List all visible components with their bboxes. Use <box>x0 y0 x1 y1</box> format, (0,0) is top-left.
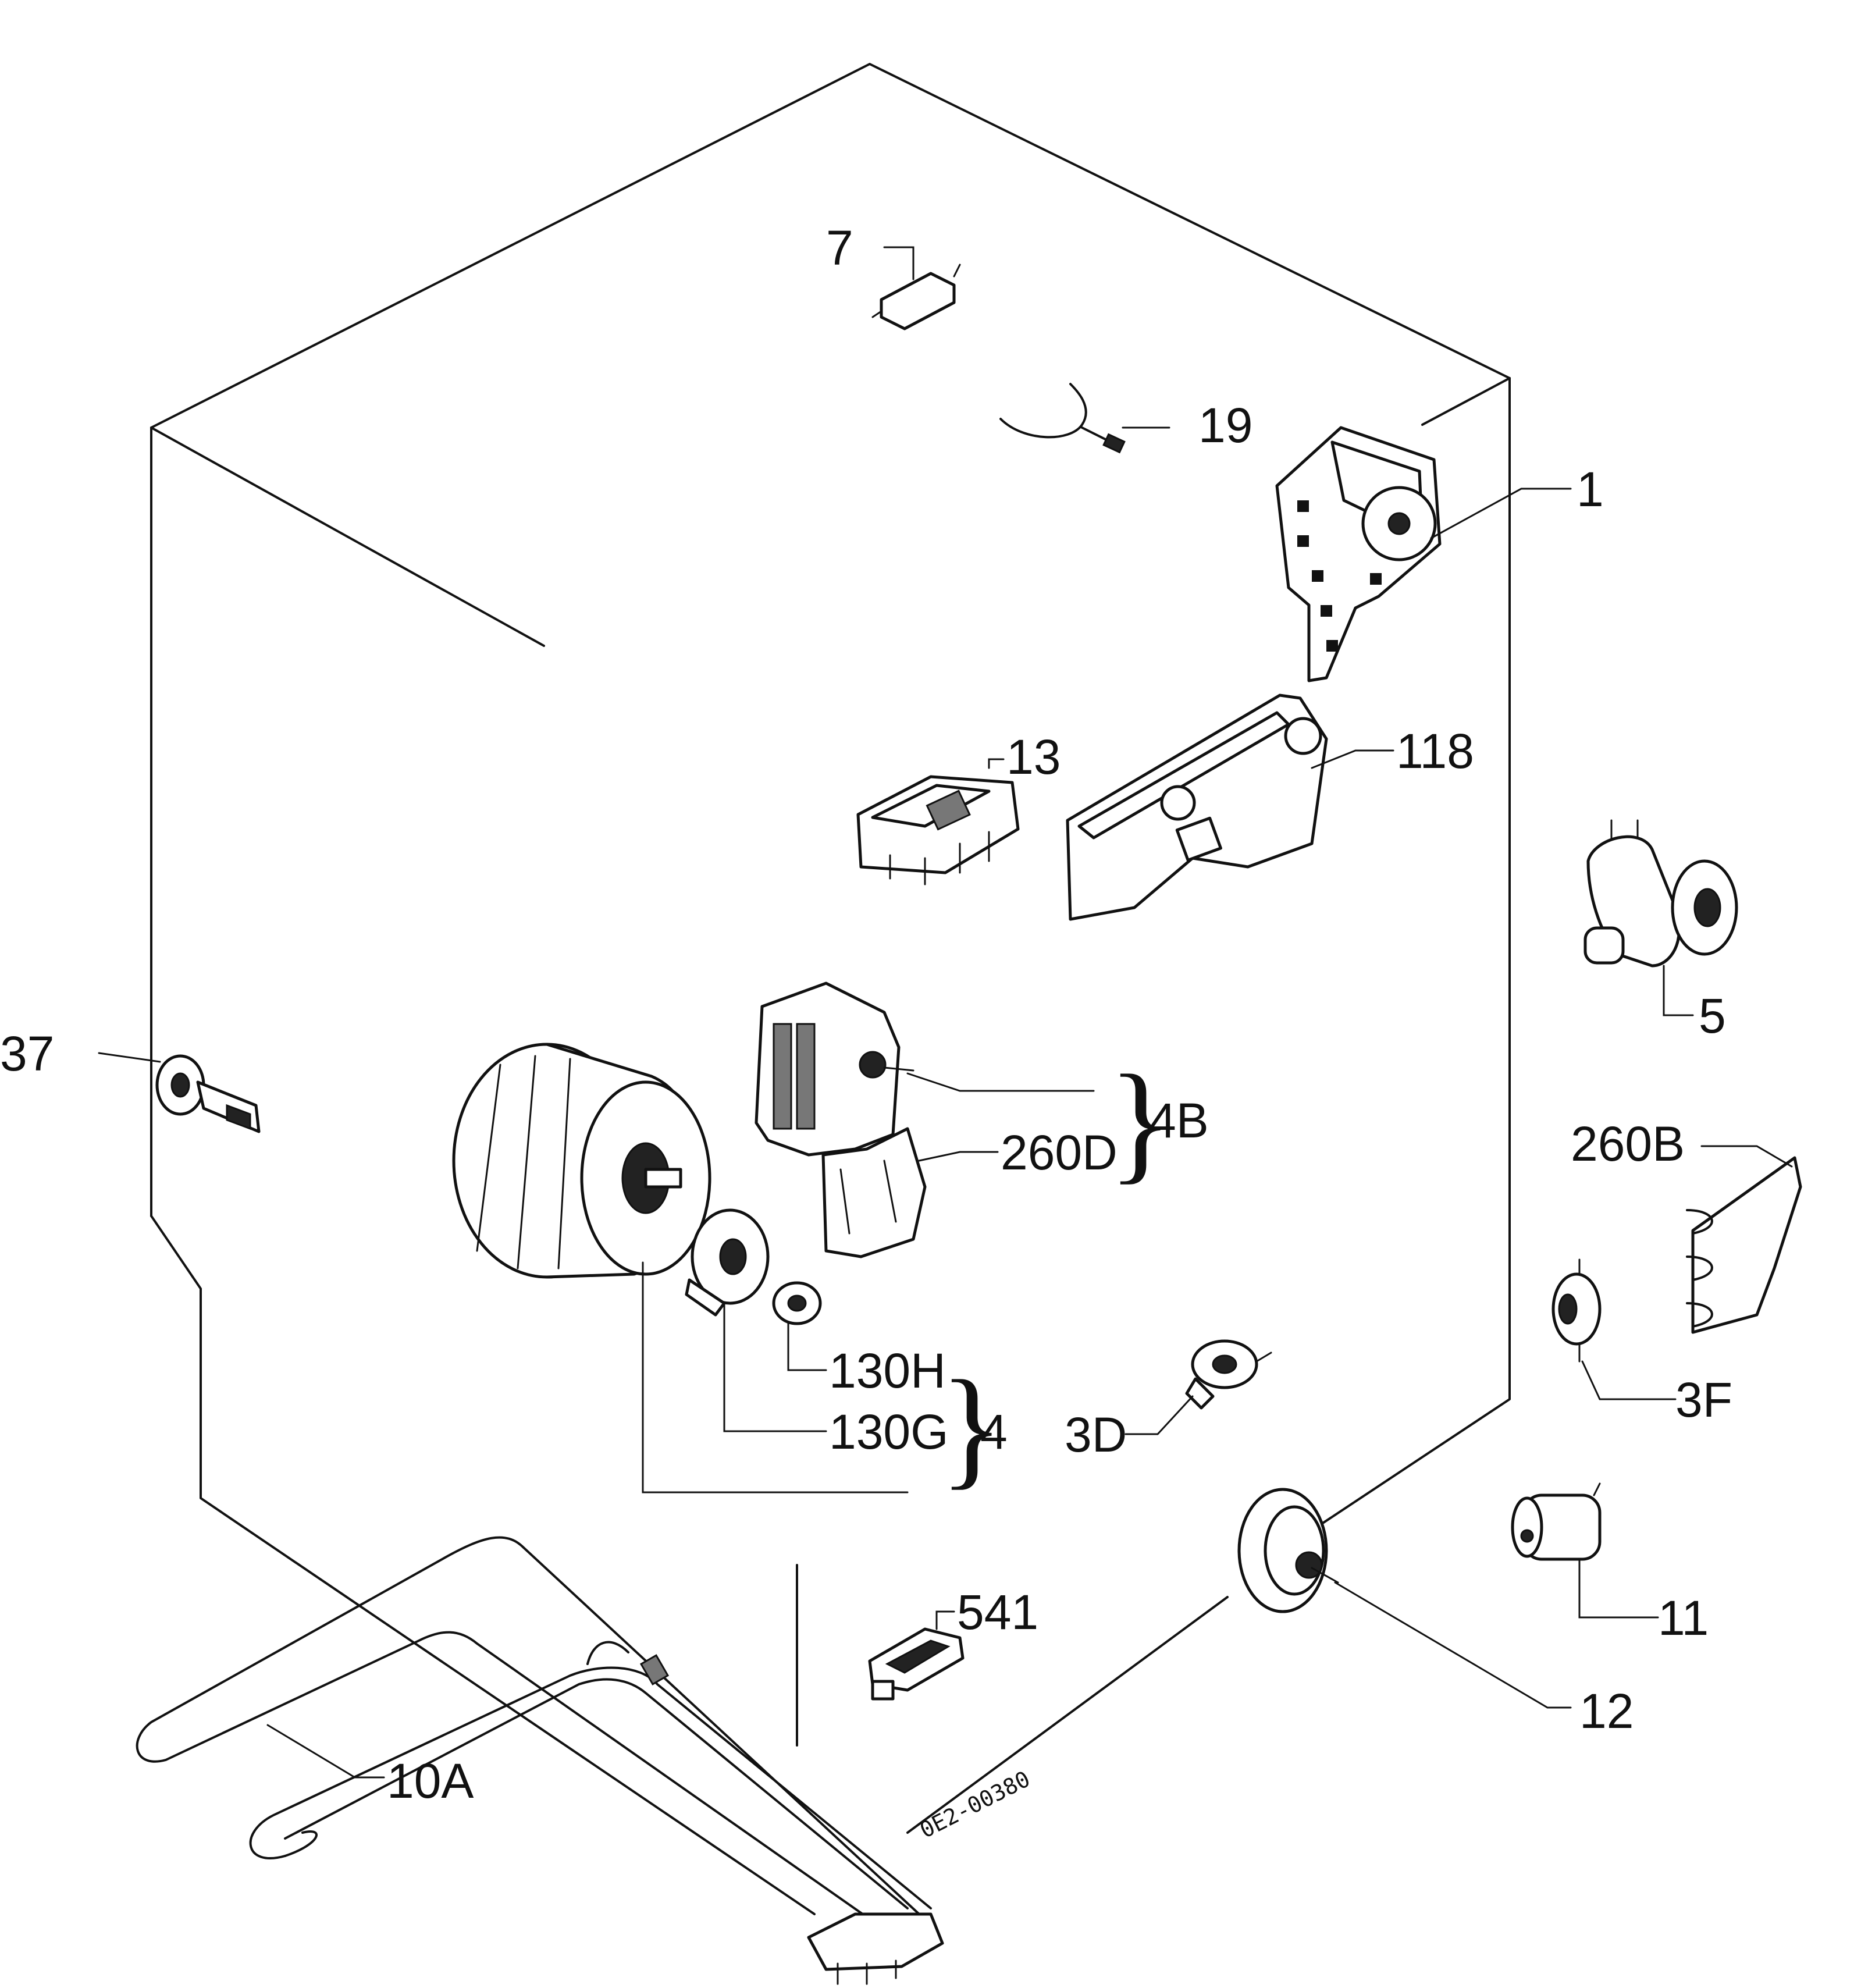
part-118-control-module[interactable] <box>1066 694 1328 921</box>
part-11-capacitor[interactable] <box>1511 1482 1602 1561</box>
brace-4: } <box>940 1353 1003 1501</box>
leader-130h <box>787 1322 827 1371</box>
label-37: 37 <box>0 1026 54 1081</box>
part-3f-thermostat[interactable] <box>1551 1258 1602 1363</box>
part-130g-coupling[interactable] <box>685 1208 770 1317</box>
leader-260b <box>1700 1145 1793 1168</box>
part-10a-heating-element-icon[interactable] <box>136 1536 944 1985</box>
drawing-code: 0E2-00380 <box>916 1766 1034 1843</box>
part-19-sensor-wire[interactable] <box>999 383 1170 454</box>
leader-4b <box>906 1072 1095 1092</box>
label-541: 541 <box>957 1585 1038 1640</box>
part-13-selector-switch[interactable] <box>856 758 1020 885</box>
label-3d: 3D <box>1065 1407 1127 1462</box>
label-11: 11 <box>1658 1591 1709 1645</box>
brace-4b: } <box>1108 1047 1172 1196</box>
label-10a: 10A <box>387 1754 474 1808</box>
leader-10a <box>266 1724 385 1779</box>
part-260d-bracket[interactable] <box>821 1127 927 1258</box>
leader-12 <box>1334 1581 1572 1709</box>
label-19: 19 <box>1198 398 1252 453</box>
label-130h: 130H <box>829 1343 946 1398</box>
label-118: 118 <box>1396 724 1474 778</box>
leader-118 <box>1311 749 1394 769</box>
part-4-motor-icon[interactable] <box>452 1043 711 1279</box>
label-7: 7 <box>826 221 853 275</box>
part-4b-pump-assembly[interactable] <box>755 981 914 1157</box>
part-260b-bracket[interactable] <box>1686 1156 1802 1334</box>
part-7-switch[interactable] <box>871 246 961 330</box>
part-130h-bush[interactable] <box>772 1281 822 1325</box>
label-12: 12 <box>1579 1684 1634 1738</box>
leader-3f <box>1581 1360 1677 1400</box>
part-541-filter-clip[interactable] <box>868 1610 965 1701</box>
label-4b: 4B <box>1149 1093 1209 1148</box>
label-3f: 3F <box>1675 1372 1732 1427</box>
label-13: 13 <box>1006 730 1061 784</box>
part-37-door-lock[interactable] <box>98 1052 261 1133</box>
leader-260d <box>918 1151 999 1162</box>
leader-3d <box>1125 1395 1194 1435</box>
part-3d-thermostat[interactable] <box>1185 1339 1272 1410</box>
leader-130g <box>723 1302 827 1432</box>
leader-11 <box>1578 1558 1659 1619</box>
label-5: 5 <box>1699 988 1726 1043</box>
part-1-program-timer-icon[interactable] <box>1275 426 1442 682</box>
label-130g: 130G <box>829 1404 949 1459</box>
part-5-water-valve-icon[interactable] <box>1583 819 1738 1016</box>
leader-1 <box>1430 488 1572 539</box>
label-260d: 260D <box>1001 1125 1118 1180</box>
leader-4-motor <box>642 1261 909 1493</box>
part-12-drain-pump-icon[interactable] <box>1237 1488 1339 1613</box>
label-1: 1 <box>1577 462 1604 517</box>
label-260b: 260B <box>1571 1116 1685 1171</box>
label-4: 4 <box>980 1404 1008 1459</box>
